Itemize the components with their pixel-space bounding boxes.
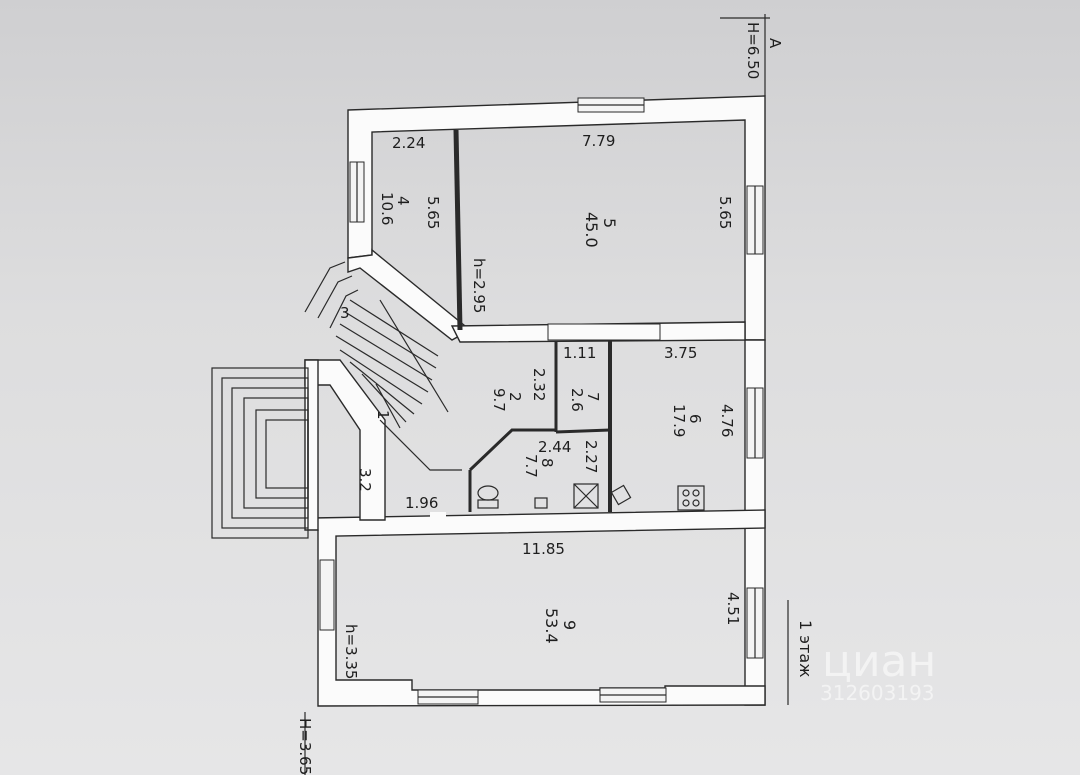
partition-room7-bottom bbox=[555, 428, 611, 434]
room-7-number: 7 bbox=[584, 392, 602, 402]
windows bbox=[319, 97, 764, 705]
stair-outer-arc bbox=[304, 261, 346, 313]
room-8-area: 7.7 bbox=[522, 454, 540, 478]
room-4-number: 4 bbox=[394, 196, 412, 206]
room-4-area: 10.6 bbox=[378, 192, 396, 225]
dim-2-27: 2.27 bbox=[582, 440, 600, 473]
room-9-number: 9 bbox=[560, 620, 579, 630]
axis-a-label: A bbox=[766, 38, 784, 49]
room-1-number: 1 bbox=[374, 410, 392, 420]
room-5-number: 5 bbox=[600, 218, 619, 228]
partition-room8 bbox=[468, 428, 556, 472]
dim-1-11: 1.11 bbox=[563, 344, 596, 362]
floor-label: 1 этаж bbox=[796, 620, 815, 678]
partition-room4-room5 bbox=[453, 129, 463, 331]
ceiling-height-top: h=2.95 bbox=[470, 258, 488, 313]
stair-treads bbox=[335, 299, 449, 429]
level-mark-top: H=6.50 bbox=[744, 22, 762, 79]
room-9-area: 53.4 bbox=[542, 608, 561, 644]
watermark-brand: циан bbox=[822, 636, 936, 687]
room-8-number: 8 bbox=[538, 458, 556, 468]
dim-2-44: 2.44 bbox=[538, 438, 571, 456]
stair-outer-arc-2 bbox=[317, 275, 353, 319]
label-h-top: H=6.50 bbox=[744, 22, 762, 79]
dim-3-75: 3.75 bbox=[664, 344, 697, 362]
room-7-area: 2.6 bbox=[568, 388, 586, 412]
dim-2-24: 2.24 bbox=[392, 134, 425, 152]
kitchen-sink-icon bbox=[610, 484, 632, 506]
room-6-number: 6 bbox=[686, 414, 704, 424]
level-mark-bottom: H=3.65 bbox=[296, 718, 314, 775]
dim-4-51: 4.51 bbox=[724, 592, 742, 625]
dim-5-65-left: 5.65 bbox=[424, 196, 442, 229]
room-6-area: 17.9 bbox=[670, 404, 688, 437]
wall-vestibule-outer bbox=[304, 359, 319, 531]
door-gap-room5 bbox=[547, 323, 661, 341]
stove-icon bbox=[677, 485, 705, 511]
ceiling-height-bottom: h=3.35 bbox=[342, 624, 360, 679]
dim-1-96: 1.96 bbox=[405, 494, 438, 512]
entrance-porch-steps bbox=[211, 367, 309, 539]
watermark-id: 312603193 bbox=[820, 681, 935, 705]
room-5-area: 45.0 bbox=[582, 212, 601, 248]
dim-4-76: 4.76 bbox=[718, 404, 736, 437]
dim-11-85: 11.85 bbox=[522, 540, 565, 558]
toilet-icon bbox=[477, 485, 499, 509]
stair-outer-arc-3 bbox=[329, 289, 359, 329]
room-3-number: 3 bbox=[340, 304, 350, 322]
stair-landing bbox=[379, 419, 462, 471]
dim-2-32: 2.32 bbox=[530, 368, 548, 401]
room-2-number: 2 bbox=[506, 392, 524, 402]
room-2-area: 9.7 bbox=[490, 388, 508, 412]
dim-7-79: 7.79 bbox=[582, 132, 615, 150]
door-gap-room9 bbox=[430, 512, 446, 532]
dim-5-65-right: 5.65 bbox=[716, 196, 734, 229]
room-1-area: 3.2 bbox=[356, 468, 374, 492]
shower-icon bbox=[573, 483, 599, 509]
sink-icon bbox=[534, 497, 548, 509]
